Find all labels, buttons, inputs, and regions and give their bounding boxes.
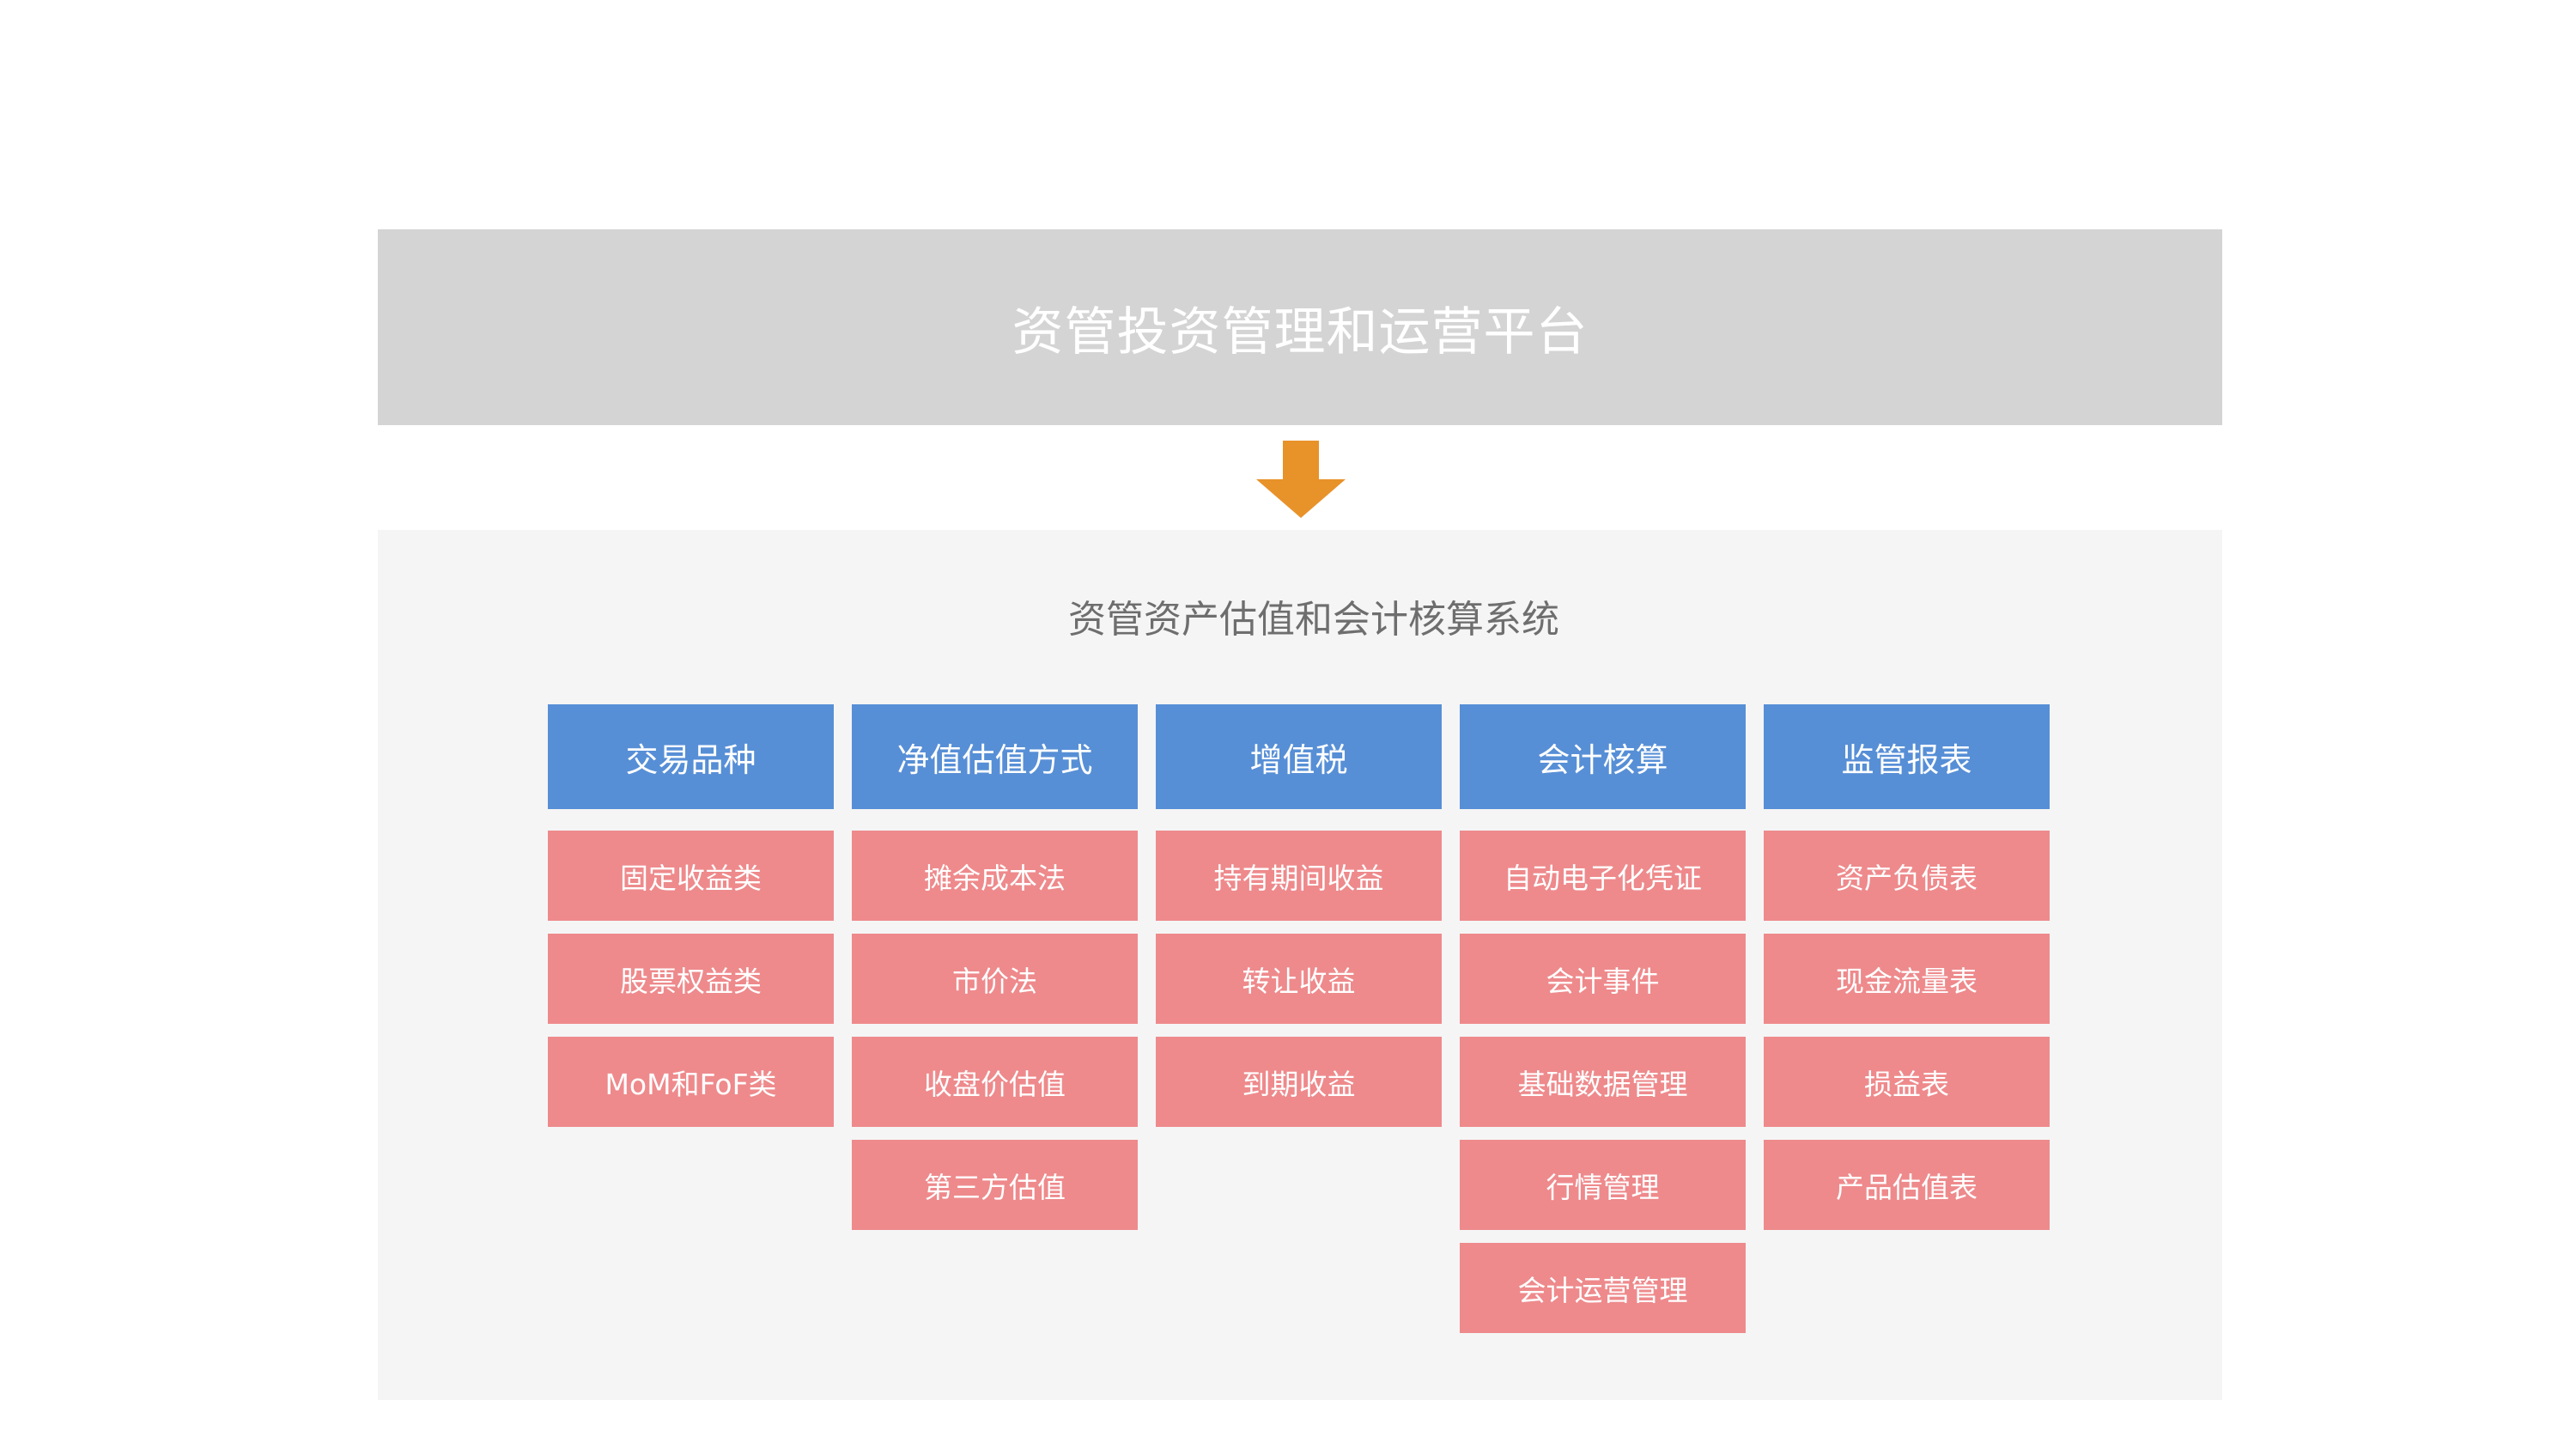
column-item: 会计事件 <box>1460 934 1746 1024</box>
column-item: 基础数据管理 <box>1460 1037 1746 1127</box>
column-item: 固定收益类 <box>548 831 834 921</box>
column-item: 损益表 <box>1764 1037 2050 1127</box>
column-item: 市价法 <box>852 934 1138 1024</box>
column-trading-types: 交易品种 固定收益类 股票权益类 MoM和FoF类 <box>548 704 834 1346</box>
down-arrow-icon <box>1256 441 1346 518</box>
column-regulatory-reports: 监管报表 资产负债表 现金流量表 损益表 产品估值表 <box>1764 704 2050 1346</box>
column-item: MoM和FoF类 <box>548 1037 834 1127</box>
column-item: 产品估值表 <box>1764 1140 2050 1230</box>
system-title: 资管资产估值和会计核算系统 <box>1068 598 1559 642</box>
column-item: 现金流量表 <box>1764 934 2050 1024</box>
platform-title: 资管投资管理和运营平台 <box>1012 301 1589 362</box>
column-item: 自动电子化凭证 <box>1460 831 1746 921</box>
platform-banner: 资管投资管理和运营平台 <box>378 229 2222 425</box>
column-header: 交易品种 <box>548 704 834 809</box>
column-vat: 增值税 持有期间收益 转让收益 到期收益 <box>1156 704 1442 1346</box>
column-item: 行情管理 <box>1460 1140 1746 1230</box>
column-header: 增值税 <box>1156 704 1442 809</box>
column-header: 净值估值方式 <box>852 704 1138 809</box>
column-item: 到期收益 <box>1156 1037 1442 1127</box>
column-nav-valuation: 净值估值方式 摊余成本法 市价法 收盘价估值 第三方估值 <box>852 704 1138 1346</box>
column-header: 监管报表 <box>1764 704 2050 809</box>
column-item: 会计运营管理 <box>1460 1243 1746 1333</box>
column-accounting: 会计核算 自动电子化凭证 会计事件 基础数据管理 行情管理 会计运营管理 <box>1460 704 1746 1346</box>
module-columns: 交易品种 固定收益类 股票权益类 MoM和FoF类 净值估值方式 摊余成本法 市… <box>548 704 2050 1346</box>
column-item: 股票权益类 <box>548 934 834 1024</box>
column-item: 资产负债表 <box>1764 831 2050 921</box>
column-item: 第三方估值 <box>852 1140 1138 1230</box>
column-item: 收盘价估值 <box>852 1037 1138 1127</box>
column-item: 转让收益 <box>1156 934 1442 1024</box>
column-header: 会计核算 <box>1460 704 1746 809</box>
column-item: 摊余成本法 <box>852 831 1138 921</box>
system-panel: 资管资产估值和会计核算系统 交易品种 固定收益类 股票权益类 MoM和FoF类 … <box>378 530 2222 1400</box>
column-item: 持有期间收益 <box>1156 831 1442 921</box>
